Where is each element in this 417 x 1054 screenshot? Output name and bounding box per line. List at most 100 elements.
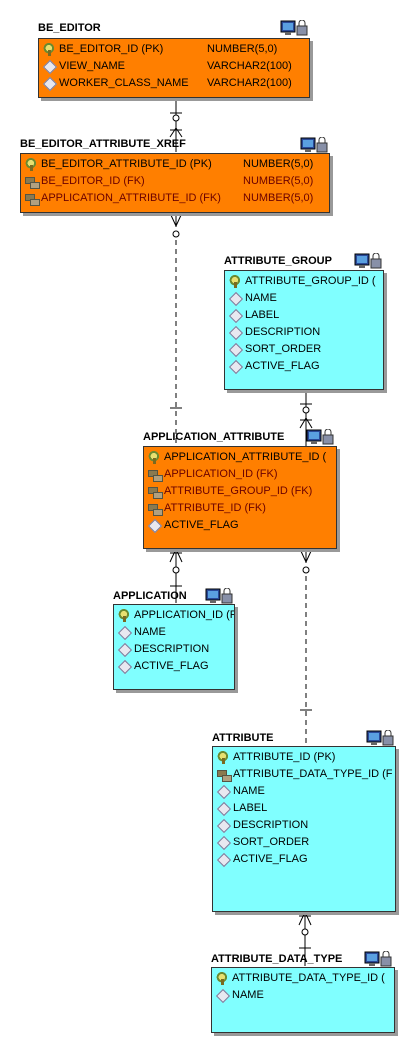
- column-row[interactable]: LABEL: [217, 800, 393, 817]
- entity-title: BE_EDITOR: [38, 22, 101, 34]
- column-row[interactable]: ACTIVE_FLAG: [217, 851, 393, 868]
- table-window-icon[interactable]: [205, 588, 233, 604]
- table-window-icon[interactable]: [366, 730, 394, 746]
- column-name: DESCRIPTION: [245, 326, 321, 338]
- column-name: BE_EDITOR_ID (FK): [41, 175, 145, 187]
- attribute-icon: [229, 292, 242, 305]
- column-name: VIEW_NAME: [59, 60, 126, 72]
- attribute-icon: [229, 343, 242, 356]
- column-row[interactable]: ATTRIBUTE_GROUP_ID (FK): [148, 483, 334, 500]
- column-type: NUMBER(5,0): [243, 175, 314, 187]
- column-name: SORT_ORDER: [233, 836, 310, 848]
- column-name: NAME: [245, 292, 277, 304]
- column-row[interactable]: ATTRIBUTE_ID (FK): [148, 500, 334, 517]
- column-name: ACTIVE_FLAG: [134, 660, 209, 672]
- column-row[interactable]: APPLICATION_ID (PK): [118, 607, 234, 624]
- attribute-icon: [118, 626, 131, 639]
- column-row[interactable]: ACTIVE_FLAG: [229, 358, 381, 375]
- relationship-attribute-application-attribute: [299, 548, 313, 745]
- attribute-icon: [217, 853, 230, 866]
- primary-key-icon: [148, 451, 161, 464]
- column-name: ATTRIBUTE_DATA_TYPE_ID (: [232, 972, 385, 984]
- column-row[interactable]: DESCRIPTION: [217, 817, 393, 834]
- column-row[interactable]: LABEL: [229, 307, 381, 324]
- entity-application-attribute[interactable]: APPLICATION_ATTRIBUTE_ID ( APPLICATION_ID…: [143, 446, 337, 549]
- column-row[interactable]: DESCRIPTION: [229, 324, 381, 341]
- attribute-icon: [43, 77, 56, 90]
- attribute-icon: [43, 60, 56, 73]
- column-name: APPLICATION_ID (PK): [134, 609, 234, 621]
- entity-title: APPLICATION: [113, 590, 187, 602]
- attribute-icon: [148, 519, 161, 532]
- column-row[interactable]: ACTIVE_FLAG: [148, 517, 334, 534]
- column-row[interactable]: NAME: [118, 624, 232, 641]
- column-row[interactable]: NAME: [216, 987, 392, 1004]
- primary-key-icon: [217, 751, 230, 764]
- column-row[interactable]: APPLICATION_ATTRIBUTE_ID (: [148, 449, 334, 466]
- column-row[interactable]: APPLICATION_ATTRIBUTE_ID (FK)NUMBER(5,0): [25, 190, 327, 207]
- foreign-key-icon: [217, 768, 232, 782]
- column-row[interactable]: DESCRIPTION: [118, 641, 232, 658]
- column-name: SORT_ORDER: [245, 343, 322, 355]
- column-name: DESCRIPTION: [233, 819, 309, 831]
- column-row[interactable]: ATTRIBUTE_ID (PK): [217, 749, 393, 766]
- entity-title: ATTRIBUTE_GROUP: [224, 255, 332, 267]
- column-name: LABEL: [233, 802, 268, 814]
- entity-attribute-group[interactable]: ATTRIBUTE_GROUP_ID ( NAME LABEL DESCRIPTION…: [224, 270, 384, 390]
- column-row[interactable]: APPLICATION_ID (FK): [148, 466, 334, 483]
- column-row[interactable]: ATTRIBUTE_GROUP_ID (: [229, 273, 381, 290]
- entity-attribute-data-type[interactable]: ATTRIBUTE_DATA_TYPE_ID ( NAME: [211, 967, 395, 1033]
- column-name: ACTIVE_FLAG: [245, 360, 320, 372]
- table-window-icon[interactable]: [300, 137, 328, 153]
- primary-key-icon: [43, 43, 56, 56]
- column-name: DESCRIPTION: [134, 643, 210, 655]
- entity-title: ATTRIBUTE_DATA_TYPE: [211, 953, 343, 965]
- primary-key-icon: [216, 972, 229, 985]
- column-row[interactable]: SORT_ORDER: [217, 834, 393, 851]
- column-row[interactable]: NAME: [217, 783, 393, 800]
- entity-application[interactable]: APPLICATION_ID (PK) NAME DESCRIPTION ACTIVE…: [113, 604, 235, 690]
- column-row[interactable]: BE_EDITOR_ID (PK)NUMBER(5,0): [43, 41, 307, 58]
- column-row[interactable]: BE_EDITOR_ATTRIBUTE_ID (PK)NUMBER(5,0): [25, 156, 327, 173]
- column-name: LABEL: [245, 309, 280, 321]
- attribute-icon: [229, 360, 242, 373]
- column-type: NUMBER(5,0): [243, 192, 314, 204]
- foreign-key-icon: [148, 502, 163, 516]
- attribute-icon: [229, 326, 242, 339]
- column-type: NUMBER(5,0): [207, 43, 278, 55]
- column-name: APPLICATION_ID (FK): [164, 468, 278, 480]
- entity-be-editor-attribute-xref[interactable]: BE_EDITOR_ATTRIBUTE_ID (PK)NUMBER(5,0)BE…: [20, 153, 330, 213]
- table-window-icon[interactable]: [280, 20, 308, 36]
- column-name: WORKER_CLASS_NAME: [59, 77, 189, 89]
- attribute-icon: [118, 660, 131, 673]
- table-window-icon[interactable]: [306, 429, 334, 445]
- foreign-key-icon: [148, 468, 163, 482]
- column-row[interactable]: SORT_ORDER: [229, 341, 381, 358]
- entity-title: BE_EDITOR_ATTRIBUTE_XREF: [20, 138, 186, 150]
- attribute-icon: [216, 989, 229, 1002]
- relationship-attribute-group-application-attribute: [299, 390, 313, 446]
- entity-title: APPLICATION_ATTRIBUTE: [143, 431, 285, 443]
- column-row[interactable]: BE_EDITOR_ID (FK) NUMBER(5,0): [25, 173, 327, 190]
- attribute-icon: [118, 643, 131, 656]
- column-name: BE_EDITOR_ATTRIBUTE_ID (PK): [41, 158, 212, 170]
- column-row[interactable]: ACTIVE_FLAG: [118, 658, 232, 675]
- relationship-be-editor-xref: [169, 98, 183, 152]
- relationship-attribute-data-type-attribute: [298, 911, 312, 966]
- table-window-icon[interactable]: [354, 253, 382, 269]
- column-name: ATTRIBUTE_ID (FK): [164, 502, 266, 514]
- table-window-icon[interactable]: [364, 951, 392, 967]
- column-row[interactable]: ATTRIBUTE_DATA_TYPE_ID (: [216, 970, 392, 987]
- column-name: ATTRIBUTE_GROUP_ID (: [245, 275, 376, 287]
- column-row[interactable]: ATTRIBUTE_DATA_TYPE_ID (F: [217, 766, 393, 783]
- column-name: ATTRIBUTE_ID (PK): [233, 751, 336, 763]
- attribute-icon: [229, 309, 242, 322]
- column-row[interactable]: NAME: [229, 290, 381, 307]
- entity-title: ATTRIBUTE: [212, 732, 274, 744]
- relationship-application-application-attribute: [169, 548, 183, 603]
- entity-attribute[interactable]: ATTRIBUTE_ID (PK) ATTRIBUTE_DATA_TYPE_ID …: [212, 746, 396, 912]
